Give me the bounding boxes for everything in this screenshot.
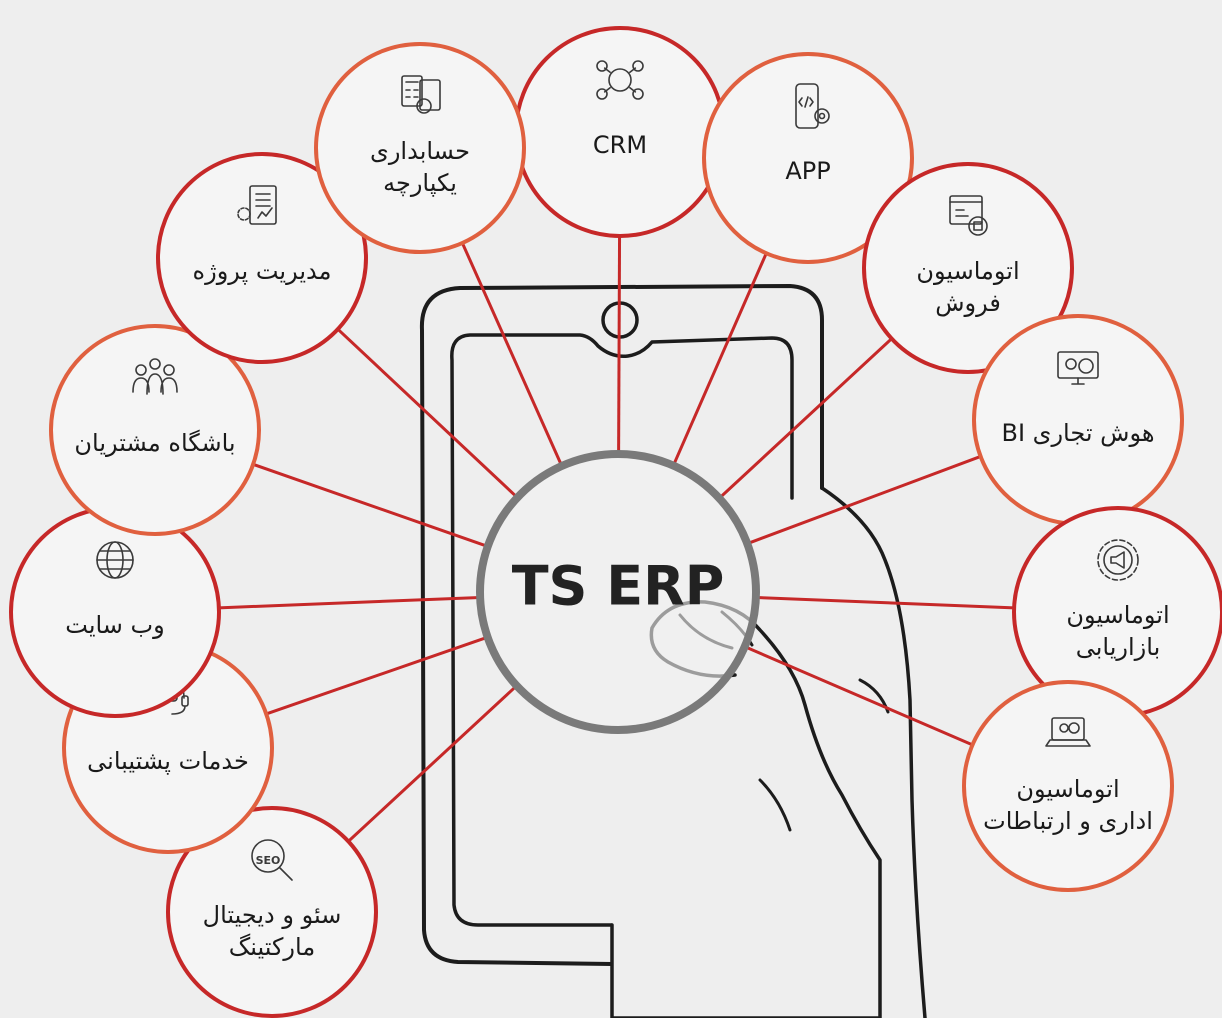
- customer-group-icon: [132, 358, 178, 395]
- node-label-marketing: بازاریابی: [1076, 633, 1161, 661]
- node-seo: SEO سئو و دیجیتال مارکتینگ: [166, 806, 378, 1018]
- node-sales: اتوماسیون فروش: [862, 162, 1074, 374]
- mobile-app-code-icon: [795, 83, 830, 129]
- center-label: TS ERP: [512, 555, 725, 618]
- node-bi: هوش تجاری BI: [972, 314, 1184, 526]
- connector-app: [671, 252, 768, 467]
- node-label-support: خدمات پشتیبانی: [87, 747, 249, 775]
- node-label-bi: هوش تجاری BI: [1001, 419, 1154, 447]
- node-website: وب سایت: [9, 506, 221, 718]
- seo-magnifier-icon: SEO: [251, 839, 293, 881]
- node-label-sales: اتوماسیون: [916, 257, 1019, 285]
- node-club: باشگاه مشتریان: [49, 324, 261, 536]
- node-label-seo: سئو و دیجیتال: [203, 901, 342, 929]
- node-label-app: APP: [785, 157, 830, 185]
- svg-text:SEO: SEO: [256, 854, 281, 867]
- center-circle: [476, 450, 760, 734]
- node-label-website: وب سایت: [65, 611, 164, 639]
- node-accounting: حسابداری یکپارچه: [314, 42, 526, 254]
- laptop-gears-icon: [1045, 717, 1091, 747]
- feature-nodes: CRM APP اتوماسیون فروش هوش تجاری BI اتوماسیون…: [9, 26, 1222, 1018]
- node-label-marketing: اتوماسیون: [1066, 601, 1169, 629]
- node-label-project: مدیریت پروژه: [193, 257, 332, 285]
- connector-lines: [218, 235, 1015, 843]
- connector-marketing: [755, 596, 1015, 610]
- connector-crm: [617, 235, 622, 455]
- hand-outline: [820, 486, 927, 1018]
- node-office: اتوماسیون اداری و ارتباطات: [962, 680, 1174, 892]
- node-app: APP: [702, 52, 914, 264]
- monitor-gears-icon: [1057, 351, 1099, 385]
- node-circle-sales: [862, 162, 1074, 374]
- sales-automation-icon: [949, 195, 988, 236]
- connector-website: [218, 595, 481, 610]
- connector-club: [252, 462, 489, 548]
- node-project: مدیریت پروژه: [156, 152, 368, 364]
- connector-bi: [746, 455, 982, 546]
- node-label-crm: CRM: [593, 131, 647, 159]
- node-label-office: اتوماسیون: [1016, 775, 1119, 803]
- globe-icon: [96, 541, 134, 579]
- node-circle-club: [49, 324, 261, 536]
- connector-support: [265, 635, 489, 716]
- center-hub: TS ERP: [476, 450, 760, 734]
- node-label-club: باشگاه مشتریان: [74, 429, 235, 457]
- node-crm: CRM: [514, 26, 726, 238]
- phone-outer-frame: [419, 284, 824, 966]
- node-label-accounting: حسابداری: [370, 137, 470, 165]
- phone-inner-screen: [450, 333, 794, 927]
- node-label-seo: مارکتینگ: [229, 933, 315, 961]
- node-label-sales: فروش: [935, 289, 1001, 317]
- node-circle-project: [156, 152, 368, 364]
- connector-seo: [347, 684, 518, 843]
- project-clipboard-icon: [237, 185, 277, 225]
- node-circle-seo: [166, 806, 378, 1018]
- crm-network-icon: [596, 60, 644, 100]
- node-marketing: اتوماسیون بازاریابی: [1012, 506, 1222, 718]
- node-circle-app: [702, 52, 914, 264]
- connector-project: [336, 328, 519, 499]
- accounting-calculator-icon: [401, 75, 441, 114]
- connector-accounting: [460, 242, 564, 467]
- node-label-accounting: یکپارچه: [383, 169, 457, 197]
- connector-office: [744, 645, 974, 747]
- node-circle-accounting: [314, 42, 526, 254]
- megaphone-gear-icon: [1097, 539, 1139, 581]
- node-label-office: اداری و ارتباطات: [983, 807, 1153, 835]
- connector-sales: [718, 337, 893, 500]
- node-circle-office: [962, 680, 1174, 892]
